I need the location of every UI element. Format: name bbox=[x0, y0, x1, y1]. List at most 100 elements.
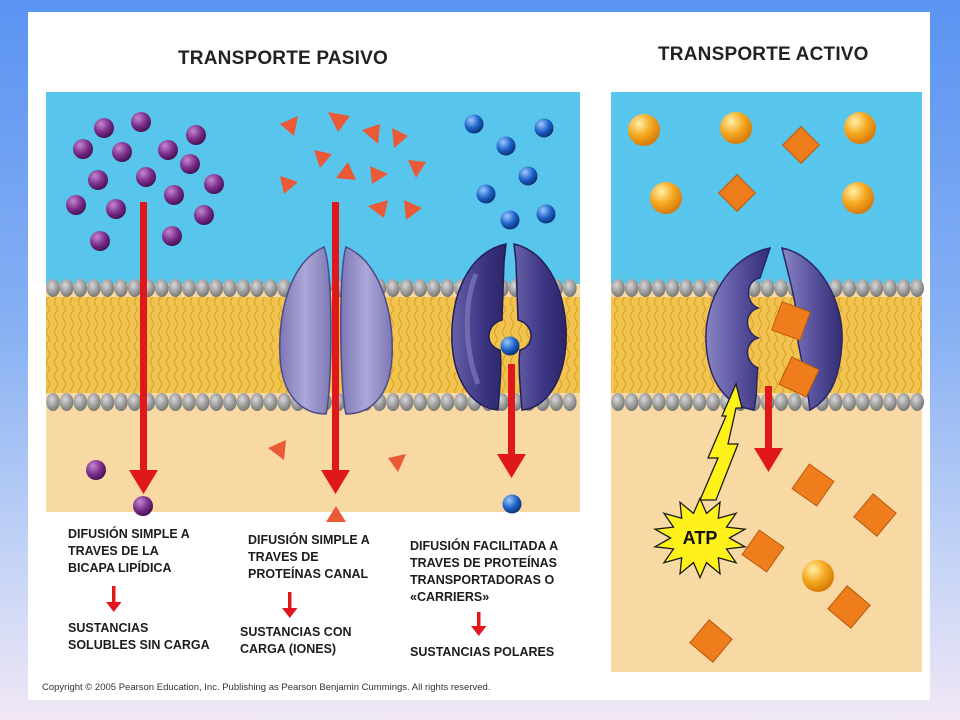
phospholipid-head bbox=[236, 279, 251, 297]
result-uncharged: SUSTANCIAS SOLUBLES SIN CARGA bbox=[68, 621, 210, 652]
phospholipid-head bbox=[427, 279, 441, 297]
phospholipid-head bbox=[883, 279, 897, 297]
phospholipid-head bbox=[46, 393, 60, 411]
phospholipid-head bbox=[896, 279, 911, 297]
phospholipid-head bbox=[114, 393, 128, 411]
ions bbox=[268, 112, 426, 522]
molecule bbox=[133, 496, 153, 516]
phospholipid-head bbox=[856, 279, 870, 297]
phospholipid-head bbox=[59, 393, 74, 411]
molecule bbox=[496, 136, 516, 156]
caption-arrows bbox=[106, 586, 487, 636]
molecule bbox=[88, 170, 108, 190]
caption-channel: DIFUSIÓN SIMPLE A TRAVES DE PROTEÍNAS CA… bbox=[248, 533, 370, 581]
ion bbox=[268, 440, 286, 460]
copyright-notice: Copyright © 2005 Pearson Education, Inc.… bbox=[42, 682, 491, 693]
molecule bbox=[186, 125, 206, 145]
molecule bbox=[204, 174, 224, 194]
phospholipid-head bbox=[100, 279, 115, 297]
pump-protein bbox=[705, 247, 843, 412]
molecule bbox=[534, 118, 554, 138]
phospholipid-head bbox=[549, 393, 563, 411]
diffusion-arrow-3 bbox=[497, 364, 526, 478]
molecule bbox=[518, 166, 538, 186]
phospholipid-head bbox=[59, 279, 74, 297]
phospholipid-head bbox=[856, 393, 870, 411]
molecule bbox=[106, 199, 126, 219]
phospholipid-head bbox=[155, 279, 169, 297]
phospholipid-head bbox=[386, 393, 400, 411]
ball bbox=[720, 112, 752, 144]
phospholipid-head bbox=[195, 393, 210, 411]
phospholipid-head bbox=[828, 393, 843, 411]
phospholipid-head bbox=[665, 279, 680, 297]
phospholipid-head bbox=[624, 393, 639, 411]
molecule bbox=[500, 210, 520, 230]
molecule bbox=[500, 336, 520, 356]
phospholipid-head bbox=[46, 279, 60, 297]
lipid-tail-lines bbox=[611, 297, 922, 393]
substrate bbox=[771, 301, 811, 341]
molecule bbox=[476, 184, 496, 204]
active-transport-title: TRANSPORTE ACTIVO bbox=[658, 44, 869, 65]
polar-molecules bbox=[464, 114, 556, 514]
phospholipid-head bbox=[652, 393, 666, 411]
phospholipid-head bbox=[679, 279, 693, 297]
caption-arrow bbox=[471, 612, 487, 636]
molecule bbox=[136, 167, 156, 187]
phospholipid-head bbox=[869, 393, 884, 411]
phospholipid-head bbox=[223, 279, 237, 297]
ion bbox=[314, 150, 332, 168]
ball bbox=[802, 560, 834, 592]
phospholipid-head bbox=[100, 393, 115, 411]
molecule bbox=[180, 154, 200, 174]
phospholipid-head bbox=[896, 393, 911, 411]
phospholipid-head bbox=[168, 279, 183, 297]
phospholipid-head bbox=[842, 393, 856, 411]
phospholipid-head bbox=[399, 393, 414, 411]
molecule bbox=[502, 494, 522, 514]
uncharged-molecules bbox=[66, 112, 224, 516]
phospholipid-head bbox=[209, 393, 223, 411]
active-arrow bbox=[754, 386, 783, 472]
substrate bbox=[778, 356, 820, 398]
substrate bbox=[781, 125, 821, 165]
ion bbox=[280, 116, 298, 136]
energy-bolt bbox=[699, 381, 743, 501]
atp-burst: ATP bbox=[652, 496, 748, 580]
phospholipid-head bbox=[563, 279, 577, 297]
phospholipid-head bbox=[774, 279, 788, 297]
phospholipid-head bbox=[788, 393, 802, 411]
phospholipid-head bbox=[386, 279, 400, 297]
atp-label: ATP bbox=[683, 528, 718, 548]
phospholipid-head bbox=[87, 393, 101, 411]
phospholipid-head bbox=[454, 393, 468, 411]
phospholipid-head bbox=[182, 279, 196, 297]
ion bbox=[404, 200, 422, 220]
molecule bbox=[158, 140, 178, 160]
phospholipid-head bbox=[236, 393, 251, 411]
phospholipid-head bbox=[209, 279, 223, 297]
diffusion-arrow-1 bbox=[129, 202, 158, 494]
phospholipid-head bbox=[692, 279, 707, 297]
phospholipid-head bbox=[652, 279, 666, 297]
caption-carrier: DIFUSIÓN FACILITADA A TRAVES DE PROTEÍNA… bbox=[410, 539, 559, 604]
ion bbox=[336, 162, 356, 180]
phospholipid-head bbox=[250, 279, 264, 297]
phospholipid-head bbox=[127, 393, 142, 411]
substrate bbox=[791, 463, 835, 507]
phospholipid-head bbox=[182, 393, 196, 411]
molecule bbox=[112, 142, 132, 162]
active-panel bbox=[611, 92, 924, 672]
result-ions: SUSTANCIAS CON CARGA (IONES) bbox=[240, 625, 352, 656]
phospholipid-head bbox=[910, 393, 924, 411]
phospholipid-head bbox=[87, 279, 101, 297]
channel-protein bbox=[279, 245, 393, 415]
phospholipid-head bbox=[624, 279, 639, 297]
phospholipid-head bbox=[692, 393, 707, 411]
pump-substrates bbox=[689, 125, 897, 663]
caption-arrow bbox=[282, 592, 298, 618]
ball bbox=[628, 114, 660, 146]
phospholipid-head bbox=[413, 393, 428, 411]
phospholipid-head bbox=[706, 393, 720, 411]
